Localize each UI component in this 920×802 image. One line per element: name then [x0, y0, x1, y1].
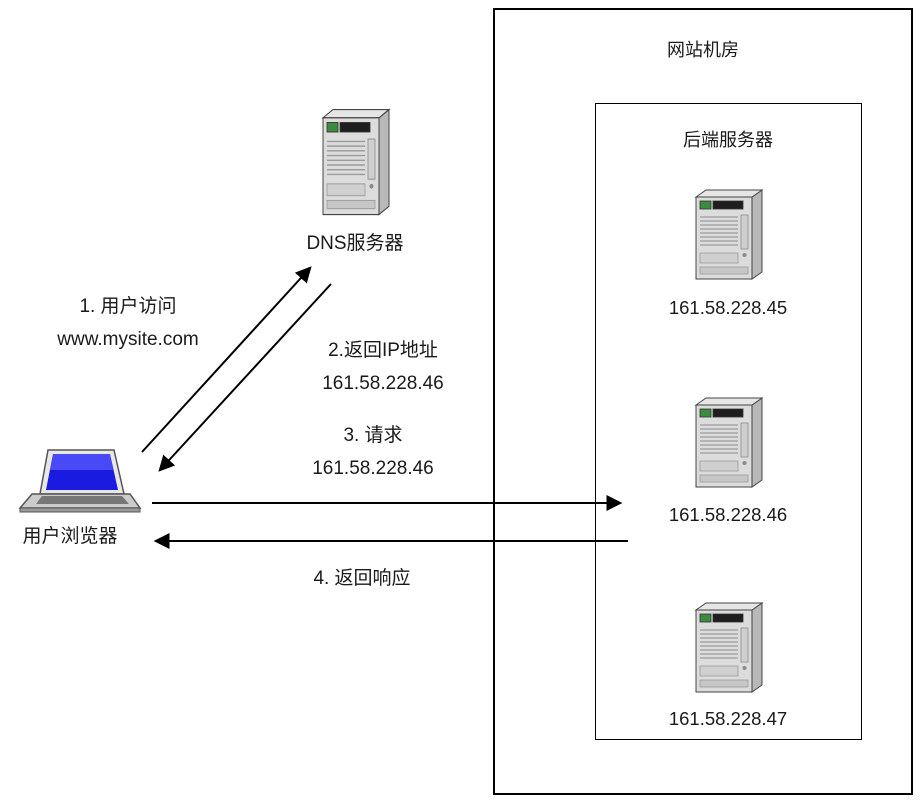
server-icon — [690, 186, 766, 288]
server-ip-label: 161.58.228.45 — [668, 297, 788, 318]
step1-line1: 1. 用户访问 — [79, 296, 177, 317]
step4-label: 4. 返回响应 — [272, 562, 452, 595]
step3-line2: 161.58.228.46 — [312, 458, 434, 479]
backend-box — [595, 103, 862, 740]
step3-label: 3. 请求 161.58.228.46 — [283, 419, 463, 485]
dns-server-label: DNS服务器 — [306, 233, 404, 254]
step2-line2: 161.58.228.46 — [322, 373, 444, 394]
laptop-icon — [12, 448, 142, 518]
step1-line2: www.mysite.com — [57, 329, 199, 350]
step1-label: 1. 用户访问 www.mysite.com — [38, 290, 218, 356]
dns-server-icon — [317, 106, 393, 224]
server-ip-label: 161.58.228.46 — [668, 504, 788, 525]
server-icon — [690, 394, 766, 496]
datacenter-title: 网站机房 — [667, 40, 739, 60]
client-label: 用户浏览器 — [22, 526, 118, 547]
backend-server-3 — [690, 599, 766, 701]
backend-title: 后端服务器 — [683, 130, 773, 150]
backend-server-1 — [690, 186, 766, 288]
dns-server — [317, 106, 393, 224]
backend-server-2 — [690, 394, 766, 496]
step3-line1: 3. 请求 — [343, 425, 403, 446]
step4-line1: 4. 返回响应 — [313, 568, 411, 589]
step2-label: 2.返回IP地址 161.58.228.46 — [293, 334, 473, 400]
client — [12, 448, 142, 518]
server-ip-label: 161.58.228.47 — [668, 708, 788, 729]
step2-line1: 2.返回IP地址 — [328, 340, 438, 361]
server-icon — [690, 599, 766, 701]
datacenter-box — [493, 8, 913, 795]
